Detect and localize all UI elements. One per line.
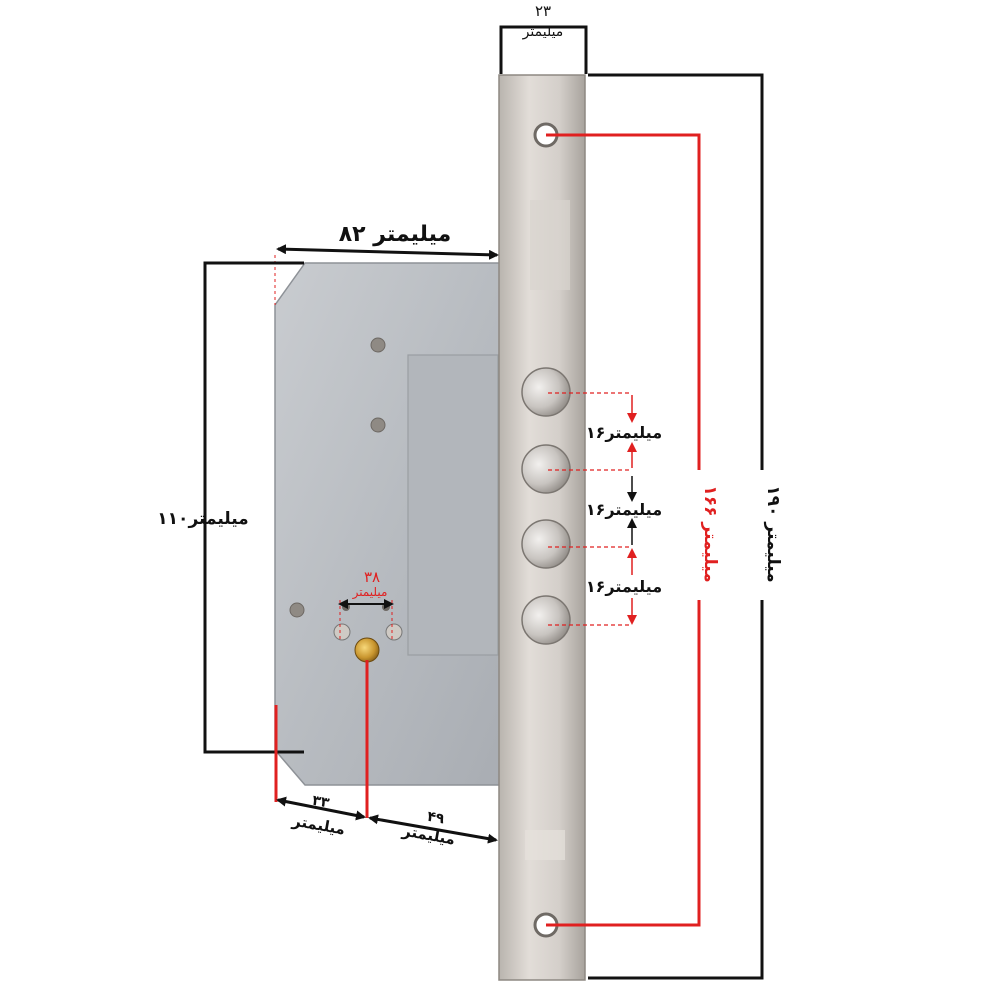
dim-faceplate-width-number: ۲۳: [535, 2, 551, 20]
dim-body-width-arrow: [276, 244, 499, 260]
dead-bolt-1: [521, 367, 571, 417]
dim-body-height-bracket: [203, 261, 304, 754]
dim-backset-left-unit: میلیمتر: [290, 811, 346, 838]
lock-case-inner-panel: [407, 354, 499, 656]
case-rivet: [370, 337, 386, 353]
dimension-labels: ۲۳ میلیمتر ۸۲ میلیمتر ۱۱۰میلیمتر ۳۸ میلی…: [157, 2, 783, 849]
case-rivet: [289, 602, 305, 618]
dim-body-width-label: ۸۲ میلیمتر: [339, 222, 452, 247]
faceplate-logo: [525, 830, 565, 860]
lock-case: [274, 262, 501, 786]
dim-bolt-spacing-1-label: ۱۶میلیمتر: [586, 423, 662, 442]
case-rivet: [370, 417, 386, 433]
dim-faceplate-width-bracket: [499, 25, 588, 74]
brass-spindle: [354, 637, 380, 663]
dim-backset-left-number: ۳۳: [311, 793, 331, 812]
dim-cylinder-number: ۳۸: [364, 568, 380, 586]
dim-backset-right-number: ۴۹: [426, 809, 446, 828]
cylinder-screw-left: [333, 623, 351, 641]
dim-faceplate-width-unit: میلیمتر: [522, 24, 564, 40]
dim-backset-right-unit: میلیمتر: [400, 821, 456, 848]
dead-bolt-2: [521, 444, 571, 494]
cylinder-screw-right: [385, 623, 403, 641]
dim-faceplate-length-bracket: [588, 73, 764, 980]
dead-bolt-3: [521, 519, 571, 569]
dim-body-height-label: ۱۱۰میلیمتر: [157, 509, 248, 529]
faceplate-logo: [530, 200, 570, 290]
faceplate: [498, 74, 586, 981]
dim-bolt-spacing-3-label: ۱۶میلیمتر: [586, 577, 662, 596]
dim-cylinder-unit: میلیمتر: [352, 585, 388, 600]
dim-bolt-spacing-2-label: ۱۶میلیمتر: [586, 500, 662, 519]
dim-screw-hole-spacing-bg: [688, 470, 710, 600]
dead-bolt-4: [521, 595, 571, 645]
dim-screw-hole-spacing-label: ۱۶۶ میلیمتر: [700, 485, 720, 582]
dim-faceplate-length-bg: [751, 470, 773, 600]
dim-backset-right-arrow: [368, 814, 498, 844]
dim-backset-left-arrow: [276, 796, 366, 821]
dim-faceplate-length-label: ۱۹۰ میلیمتر: [763, 485, 783, 582]
